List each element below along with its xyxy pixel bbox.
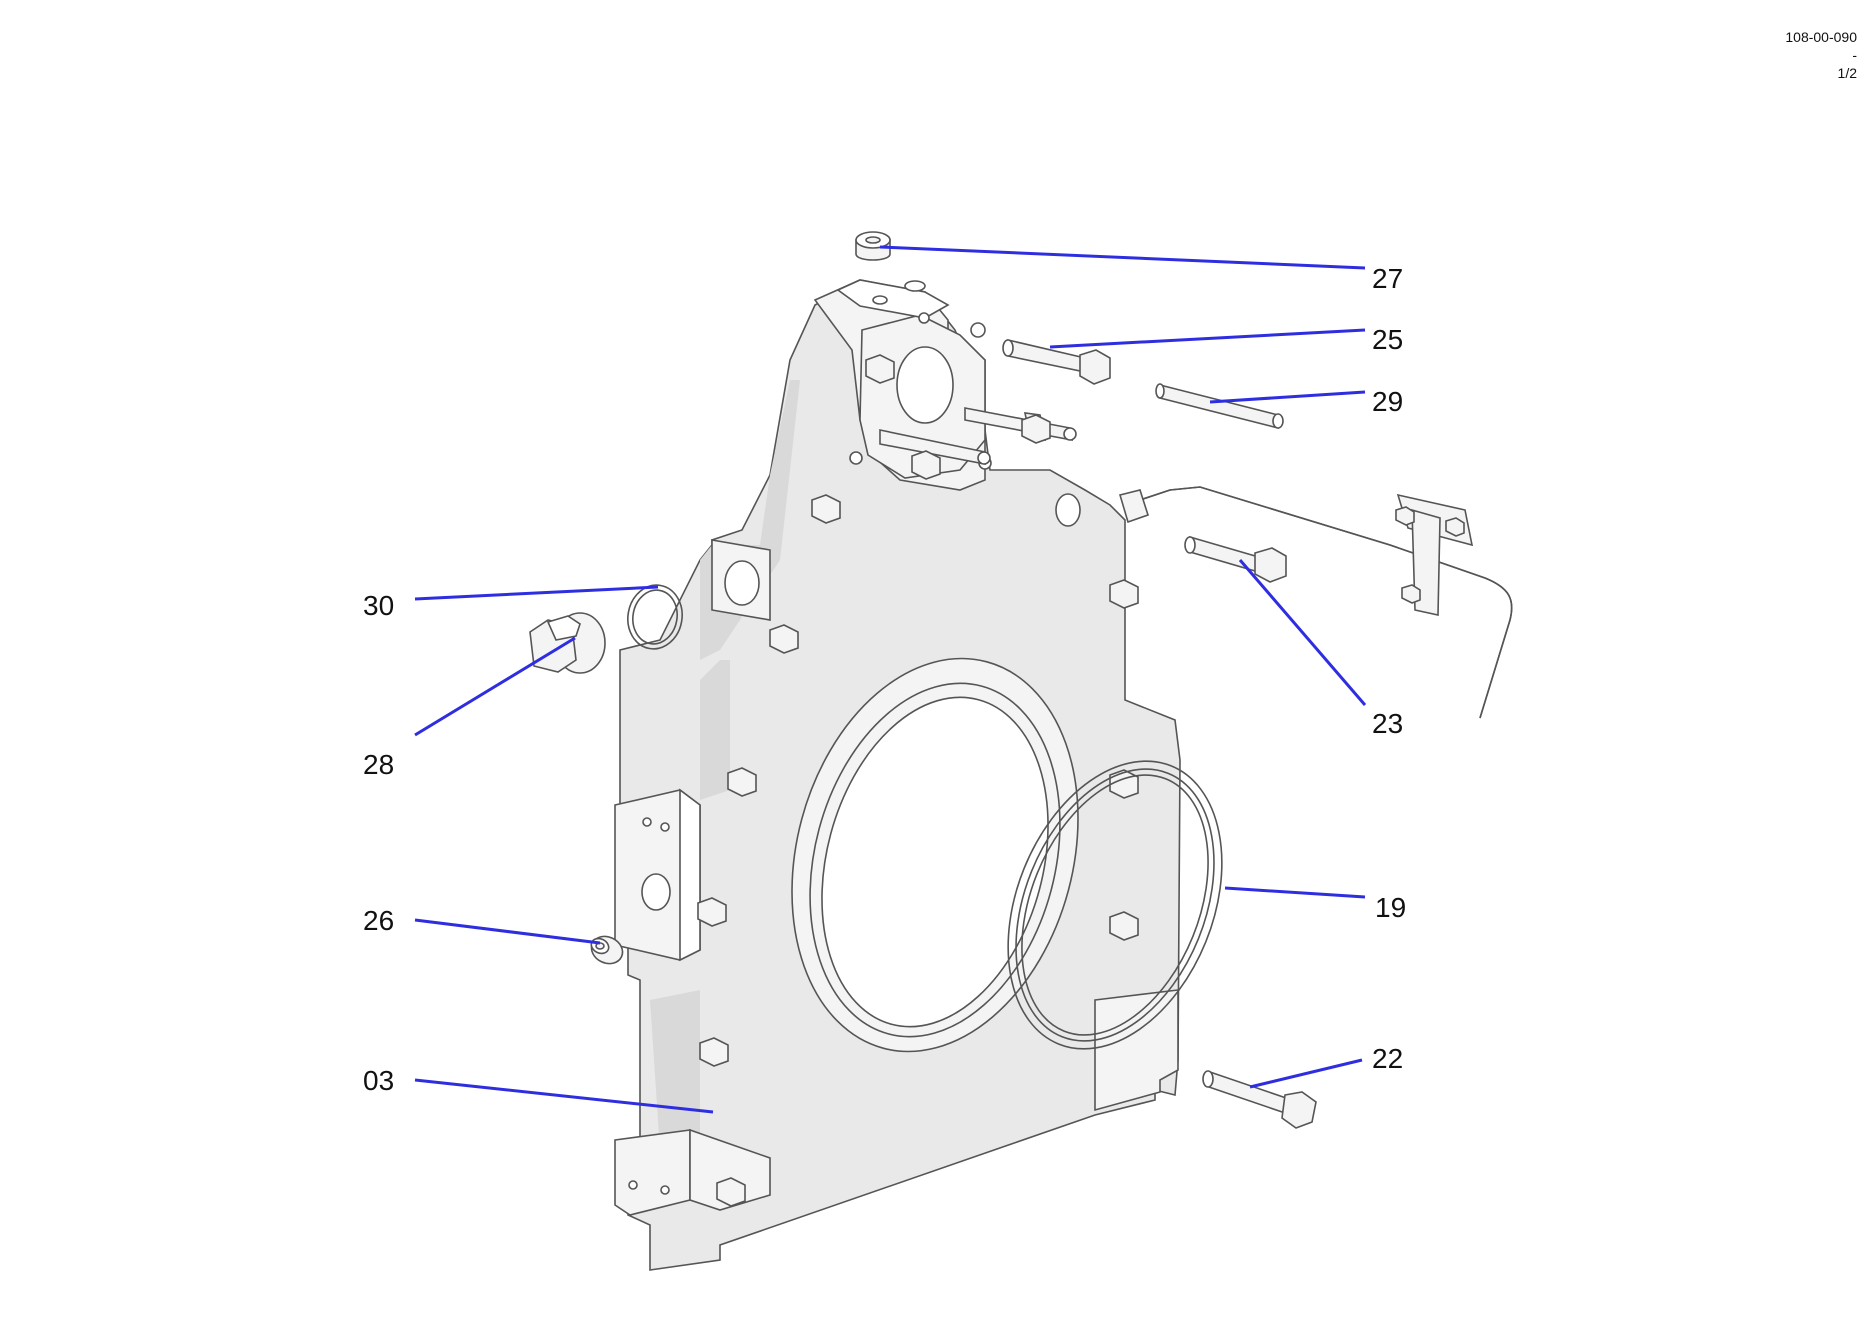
leader-26 bbox=[414, 918, 601, 945]
leader-03 bbox=[414, 1078, 714, 1114]
callout-22: 22 bbox=[1372, 1043, 1403, 1074]
part-27-nut bbox=[855, 231, 891, 261]
leader-28 bbox=[414, 636, 576, 737]
callout-29: 29 bbox=[1372, 386, 1403, 417]
callout-25: 25 bbox=[1372, 324, 1403, 355]
callout-23: 23 bbox=[1372, 708, 1403, 739]
revision: - bbox=[1852, 47, 1857, 63]
callout-labels: 27 25 29 30 28 23 26 19 03 22 bbox=[363, 263, 1406, 1096]
part-22-bolt bbox=[1202, 1070, 1317, 1129]
part-25-bolt bbox=[1002, 338, 1111, 385]
leader-23 bbox=[1238, 559, 1367, 706]
leader-lines bbox=[414, 245, 1367, 1114]
housing-cover bbox=[614, 279, 1181, 1271]
leader-19 bbox=[1224, 886, 1366, 899]
leader-30 bbox=[414, 585, 659, 601]
leader-29 bbox=[1209, 390, 1366, 404]
leader-22 bbox=[1249, 1058, 1363, 1089]
part-29-stud bbox=[1155, 383, 1284, 430]
pipe-assembly bbox=[1118, 486, 1513, 719]
callout-28: 28 bbox=[363, 749, 394, 780]
part-19-gasket bbox=[1007, 760, 1223, 1050]
leader-25 bbox=[1049, 328, 1366, 349]
callout-26: 26 bbox=[363, 905, 394, 936]
drawing-number: 108-00-090 bbox=[1785, 29, 1857, 45]
sheet-reference: 108-00-090 - 1/2 bbox=[1785, 28, 1857, 82]
leader-27 bbox=[879, 245, 1366, 270]
part-30-ring bbox=[627, 584, 683, 650]
part-23-bolt bbox=[1184, 535, 1287, 583]
callout-19: 19 bbox=[1375, 892, 1406, 923]
callout-27: 27 bbox=[1372, 263, 1403, 294]
housing-bolts bbox=[697, 354, 1139, 1207]
page-number: 1/2 bbox=[1837, 65, 1857, 81]
callout-03: 03 bbox=[363, 1065, 394, 1096]
callout-30: 30 bbox=[363, 590, 394, 621]
